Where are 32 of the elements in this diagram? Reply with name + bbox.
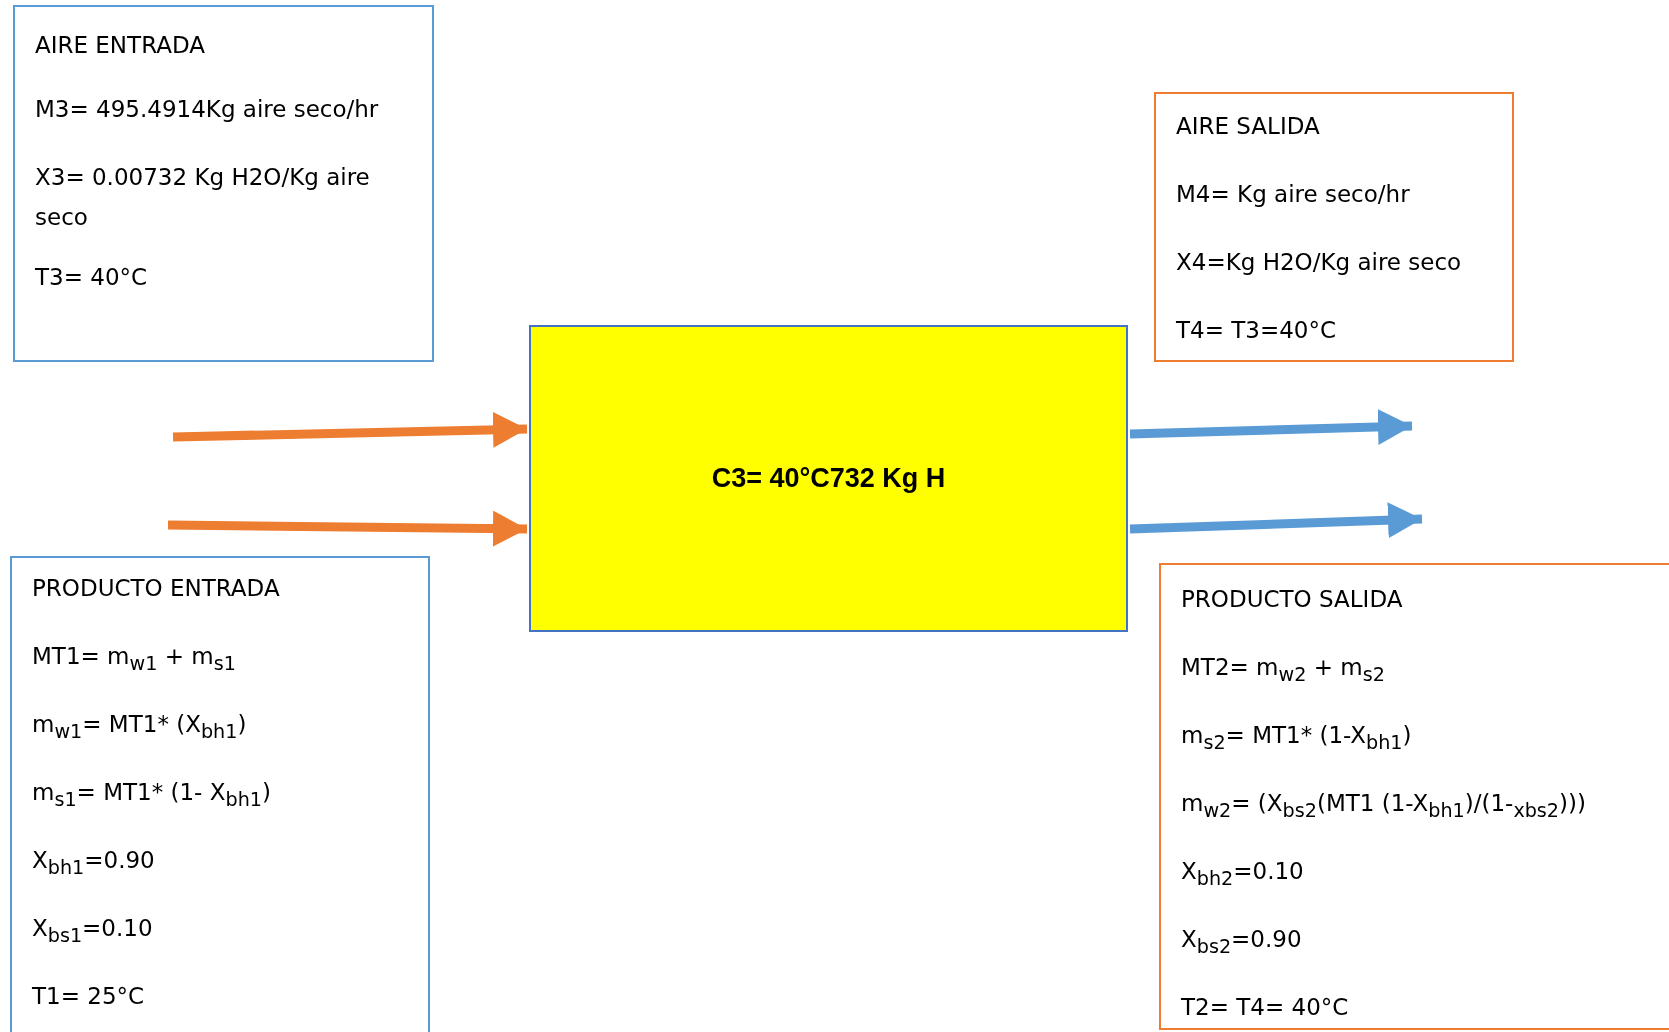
formula-text: T3= 40°C [35,263,149,292]
formula-text: X4=Kg H2O/Kg aire seco [1176,248,1463,277]
info-box [13,5,434,362]
formula-text: m$_{w2}$= (X$_{bs2}$(MT1 (1-X$_{bh1}$)/(1-$_{xbs2}$))) [1181,789,1587,824]
box-heading: PRODUCTO ENTRADA [32,574,281,603]
formula-text: m$_{w1}$= MT1* (X$_{bh1}$) [32,710,248,745]
arrow [172,411,528,448]
info-box [10,556,430,1032]
formula-text: MT2= m$_{w2}$ + m$_{s2}$ [1181,653,1386,688]
formula-text: T1= 25°C [32,982,146,1011]
formula-text: X$_{bs1}$=0.10 [32,914,154,949]
formula-text: M4= Kg aire seco/hr [1176,180,1411,209]
formula-text: M3= 495.4914Kg aire seco/hr [35,95,380,124]
formula-text: T2= T4= 40°C [1181,993,1350,1022]
arrow [1129,408,1413,445]
box-heading: PRODUCTO SALIDA [1181,585,1404,614]
info-box [1159,563,1669,1030]
formula-text: X$_{bh1}$=0.90 [32,846,156,881]
formula-text: T4= T3=40°C [1176,316,1338,345]
formula-text: X$_{bs2}$=0.90 [1181,925,1303,960]
formula-text: X3= 0.00732 Kg H2O/Kg aire seco [35,163,371,232]
info-box [1154,92,1514,362]
box-heading: AIRE ENTRADA [35,31,206,60]
formula-text: m$_{s2}$= MT1* (1-X$_{bh1}$) [1181,721,1413,756]
formula-text: MT1= m$_{w1}$ + m$_{s1}$ [32,642,237,677]
process-box [529,325,1128,632]
arrow [1129,502,1423,539]
arrow [167,510,528,547]
box-heading: AIRE SALIDA [1176,112,1321,141]
process-label: C3= 40°C732 Kg H [711,463,946,494]
formula-text: X$_{bh2}$=0.10 [1181,857,1305,892]
formula-text: m$_{s1}$= MT1* (1- X$_{bh1}$) [32,778,272,813]
